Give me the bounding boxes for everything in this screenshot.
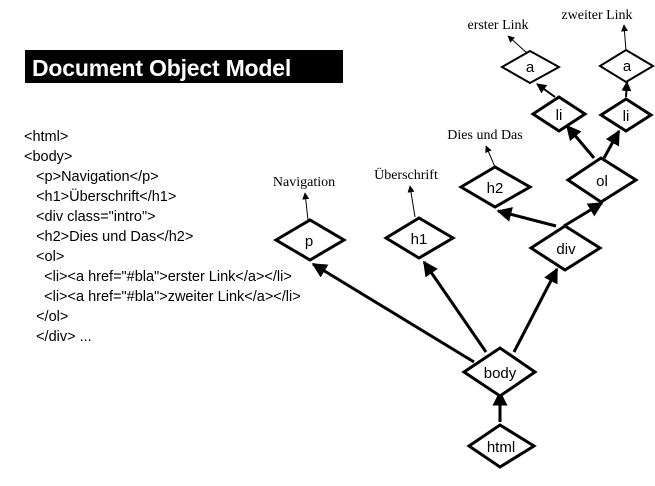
title-banner: Document Object Model [25, 50, 343, 83]
node-a1-shape [499, 49, 562, 85]
node-a1-label: a [526, 59, 535, 76]
node-li2-shape [598, 97, 654, 133]
edge-body-div [512, 267, 559, 353]
text-node-ueberschrift: Überschrift [374, 166, 438, 183]
node-li2-label: li [623, 108, 630, 125]
text-node-erster-link: erster Link [467, 18, 528, 33]
node-h2-shape [458, 165, 534, 209]
code-line: </div> ... [24, 329, 92, 345]
code-line: <ol> [24, 249, 65, 265]
code-line: <p>Navigation</p> [24, 169, 159, 185]
code-line: <h1>Überschrift</h1> [24, 189, 177, 205]
node-p-label: p [305, 233, 313, 250]
node-h2-label: h2 [487, 180, 504, 197]
html-code-listing: <html> <body> <p>Navigation</p> <h1>Über… [24, 127, 301, 347]
node-div-shape [528, 224, 603, 272]
code-line: <body> [24, 149, 73, 165]
node-a2-shape [598, 48, 655, 84]
edge-ol-li1 [565, 124, 596, 159]
code-line: <li><a href="#bla">zweiter Link</a></li> [24, 289, 301, 305]
edge-a1-text [507, 35, 528, 54]
code-line: <h2>Dies und Das</h2> [24, 229, 194, 245]
node-body-label: body [484, 365, 517, 382]
node-h1-label: h1 [411, 231, 428, 248]
node-ol-label: ol [596, 173, 608, 190]
text-node-navigation: Navigation [273, 175, 335, 190]
code-line: <div class="intro"> [24, 209, 156, 225]
edge-h2-text [485, 145, 496, 168]
edge-body-h1 [422, 260, 488, 353]
page-title: Document Object Model [32, 55, 292, 81]
node-html-shape [466, 423, 537, 469]
text-node-dies-und-das: Dies und Das [447, 128, 522, 143]
edge-h1-text [407, 185, 416, 218]
node-h1-shape [383, 216, 456, 260]
edge-a2-text [620, 24, 628, 52]
code-line: <html> [24, 129, 69, 145]
edge-ol-li2 [602, 129, 621, 159]
node-html-label: html [487, 439, 515, 456]
code-line: <li><a href="#bla">erster Link</a></li> [24, 269, 292, 285]
edge-p-text [302, 192, 310, 221]
code-line: </ol> [24, 309, 69, 325]
node-li1-shape [530, 95, 588, 133]
edge-li2-a2 [621, 81, 632, 98]
edge-div-ol [563, 201, 604, 228]
node-a2-label: a [623, 58, 632, 75]
edge-div-h2 [496, 207, 557, 228]
text-node-zweiter-link: zweiter Link [561, 8, 632, 23]
node-body-shape [461, 346, 538, 398]
node-p-shape [273, 218, 347, 262]
node-li1-label: li [556, 107, 563, 124]
node-ol-shape [565, 156, 639, 204]
edge-body-p [311, 262, 475, 364]
node-div-label: div [556, 241, 576, 258]
edge-li1-a1 [536, 83, 556, 98]
